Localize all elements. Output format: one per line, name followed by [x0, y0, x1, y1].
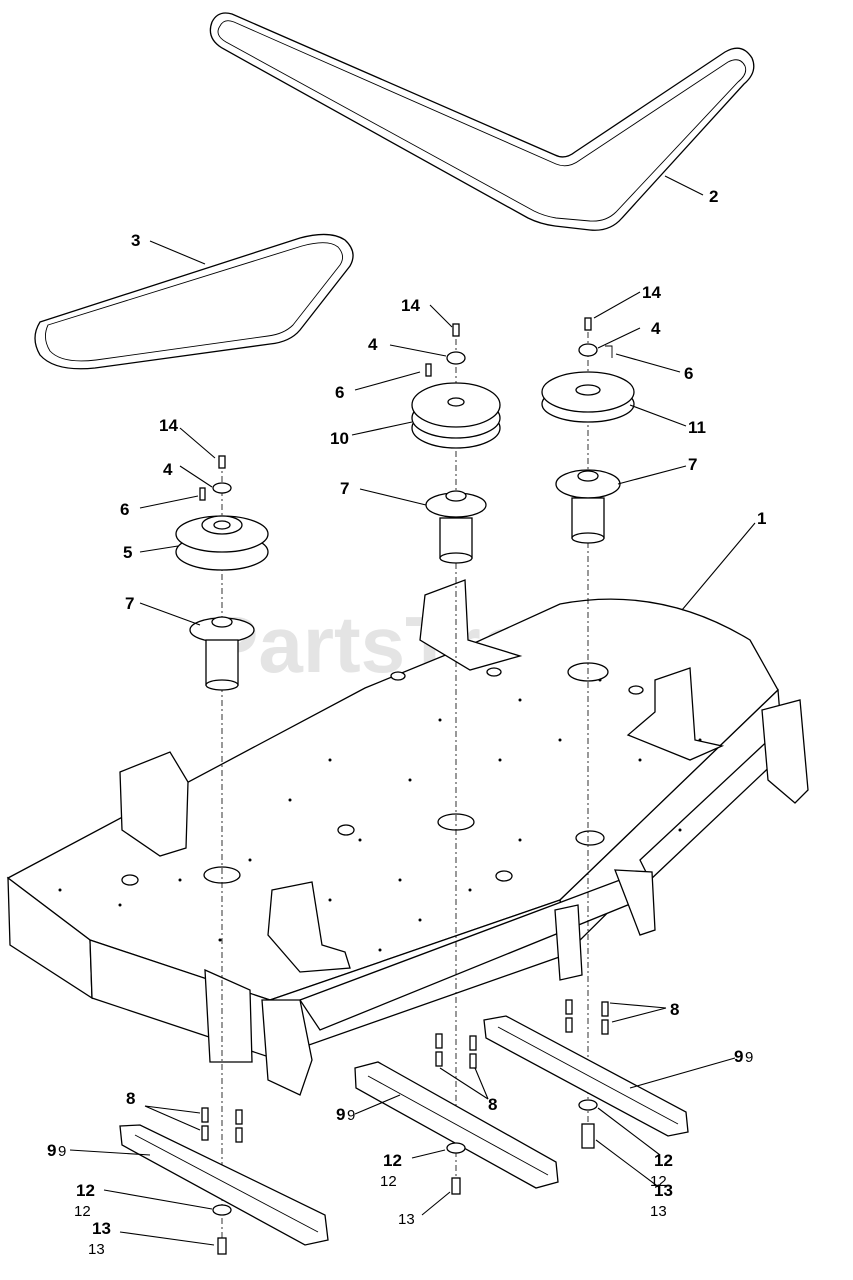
callout-4-center: 4 — [368, 335, 378, 354]
key-6-center — [425, 363, 432, 377]
callout-12-left: 12 — [76, 1181, 95, 1200]
blade-bolts-center[interactable] — [435, 1033, 477, 1069]
blade-right[interactable] — [483, 1015, 689, 1137]
callout-11: 11 — [688, 418, 706, 437]
callout-7-center: 7 — [340, 479, 349, 498]
callout-labels: 1 2 3 14 14 14 4 4 4 6 6 6 5 10 11 7 7 7… — [47, 187, 766, 1258]
blade-center[interactable] — [354, 1061, 559, 1189]
leader-lines — [69, 175, 756, 1246]
callout-9-center-sub: 9 — [347, 1107, 355, 1124]
washer-4-right — [578, 343, 598, 357]
callout-3: 3 — [131, 231, 140, 250]
blade-bolts-left[interactable] — [201, 1107, 243, 1143]
callout-9-left-sub: 9 — [58, 1143, 66, 1160]
callout-12-left-sub: 12 — [74, 1203, 91, 1220]
washer-4-left — [212, 482, 232, 494]
callout-9-left: 9 — [47, 1141, 56, 1160]
right-spindle-stack[interactable] — [541, 317, 635, 544]
bolt-13-right[interactable] — [581, 1123, 595, 1149]
callout-13-center-sub: 13 — [398, 1211, 415, 1228]
washer-4-center — [446, 351, 466, 365]
washer-12-center[interactable] — [446, 1142, 466, 1154]
callout-12-center-sub: 12 — [380, 1173, 397, 1190]
washer-12-right[interactable] — [578, 1099, 598, 1111]
callout-12-right: 12 — [654, 1151, 673, 1170]
callout-6-center: 6 — [335, 383, 344, 402]
blade-left[interactable] — [119, 1124, 329, 1246]
callout-9-center: 9 — [336, 1105, 345, 1124]
callout-14-left: 14 — [159, 416, 178, 435]
callout-1: 1 — [757, 509, 766, 528]
callout-13-right: 13 — [654, 1181, 673, 1200]
belt-3[interactable] — [34, 233, 354, 370]
callout-8-center: 8 — [488, 1095, 497, 1114]
left-spindle-stack[interactable] — [175, 455, 269, 691]
callout-6-left: 6 — [120, 500, 129, 519]
callout-13-right-sub: 13 — [650, 1203, 667, 1220]
key-6-left — [199, 487, 206, 501]
callout-9-right-sub: 9 — [745, 1049, 753, 1066]
bolt-14-left — [218, 455, 226, 469]
callout-14-right: 14 — [642, 283, 661, 302]
callout-6-right: 6 — [684, 364, 693, 383]
bolt-14-right — [584, 317, 592, 331]
callout-7-right: 7 — [688, 455, 697, 474]
callout-14-center: 14 — [401, 296, 420, 315]
mower-deck[interactable] — [6, 579, 809, 1096]
washer-12-left[interactable] — [212, 1204, 232, 1216]
callout-10: 10 — [330, 429, 349, 448]
bolt-13-left[interactable] — [217, 1237, 227, 1255]
key-6-right — [605, 345, 613, 358]
callout-8-right: 8 — [670, 1000, 679, 1019]
callout-8-left: 8 — [126, 1089, 135, 1108]
bolt-14-center — [452, 323, 460, 337]
callout-12-right-sub: 12 — [650, 1173, 667, 1190]
callout-5: 5 — [123, 543, 132, 562]
callout-12-center: 12 — [383, 1151, 402, 1170]
center-spindle-stack[interactable] — [411, 323, 501, 564]
callout-7-left: 7 — [125, 594, 134, 613]
callout-4-left: 4 — [163, 460, 173, 479]
belt-2[interactable] — [209, 12, 755, 231]
callout-13-left: 13 — [92, 1219, 111, 1238]
blade-bolts-right[interactable] — [565, 999, 609, 1035]
bolt-13-center[interactable] — [451, 1177, 461, 1195]
callout-4-right: 4 — [651, 319, 661, 338]
callout-9-right: 9 — [734, 1047, 743, 1066]
callout-2: 2 — [709, 187, 718, 206]
callout-13-left-sub: 13 — [88, 1241, 105, 1258]
